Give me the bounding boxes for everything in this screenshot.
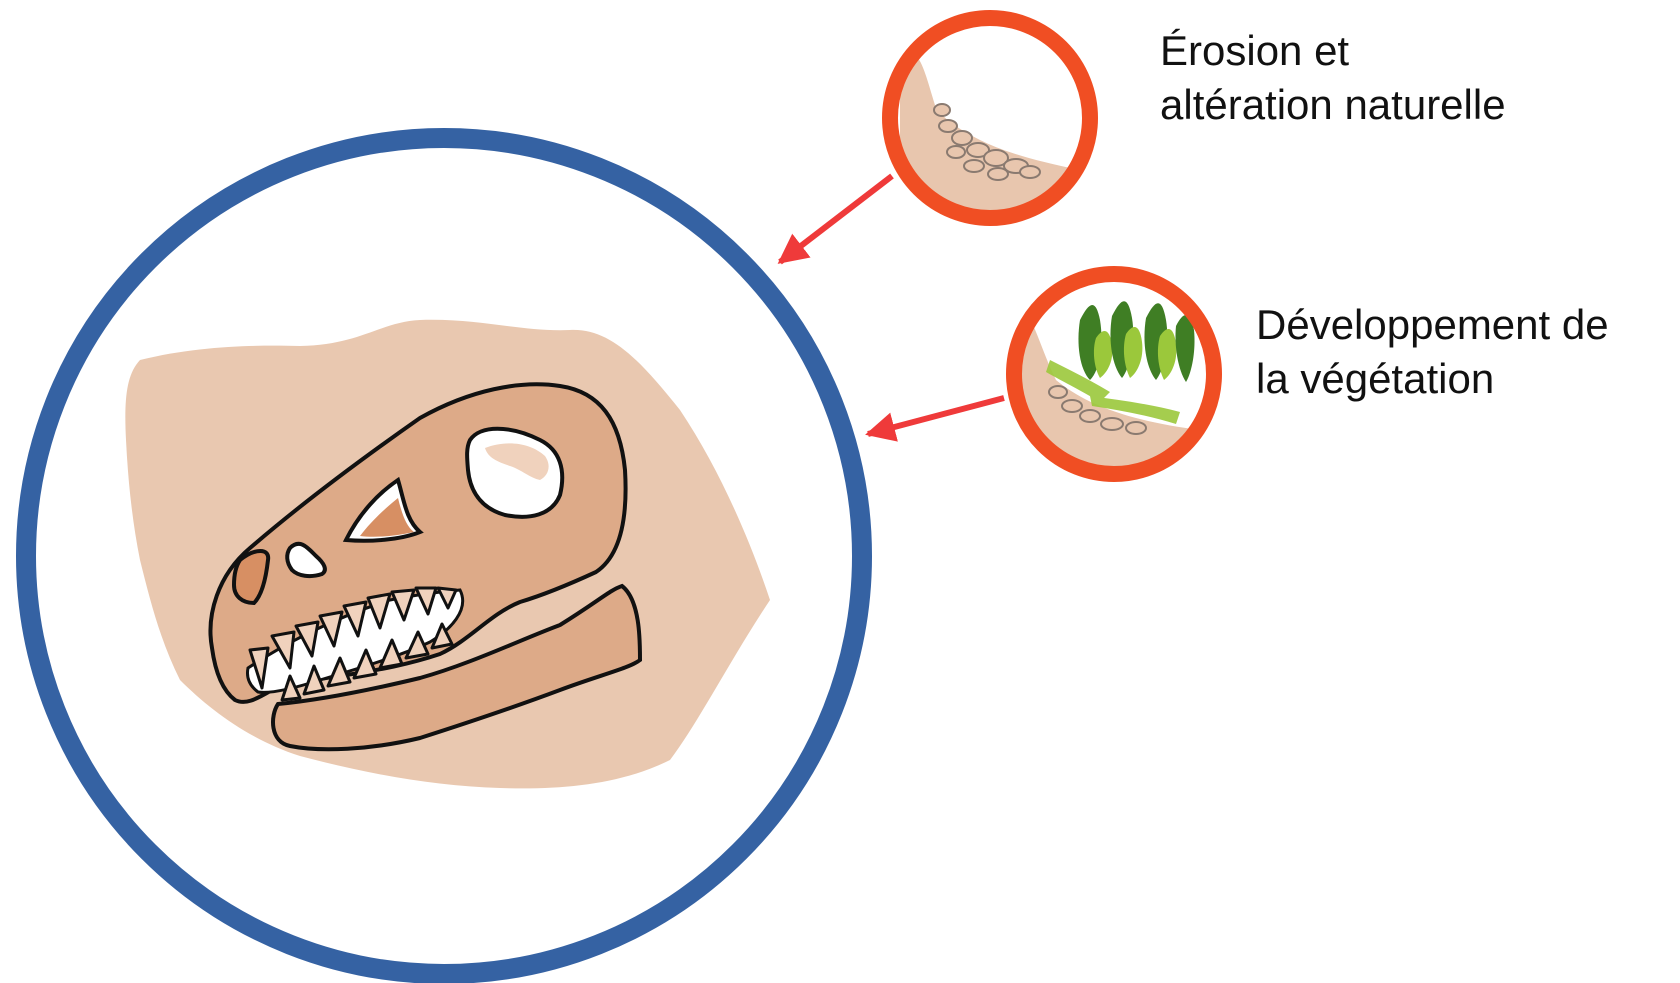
erosion-arrow bbox=[780, 176, 892, 262]
vegetation-label: Développement de la végétation bbox=[1256, 298, 1609, 406]
erosion-factor bbox=[890, 18, 1090, 230]
erosion-label-line-1: Érosion et bbox=[1160, 24, 1506, 78]
vegetation-label-line-2: la végétation bbox=[1256, 352, 1609, 406]
main-fossil-group bbox=[26, 138, 862, 974]
vegetation-factor bbox=[1010, 274, 1214, 490]
vegetation-arrow bbox=[868, 398, 1004, 434]
erosion-label-line-2: altération naturelle bbox=[1160, 78, 1506, 132]
erosion-label: Érosion et altération naturelle bbox=[1160, 24, 1506, 132]
vegetation-label-line-1: Développement de bbox=[1256, 298, 1609, 352]
